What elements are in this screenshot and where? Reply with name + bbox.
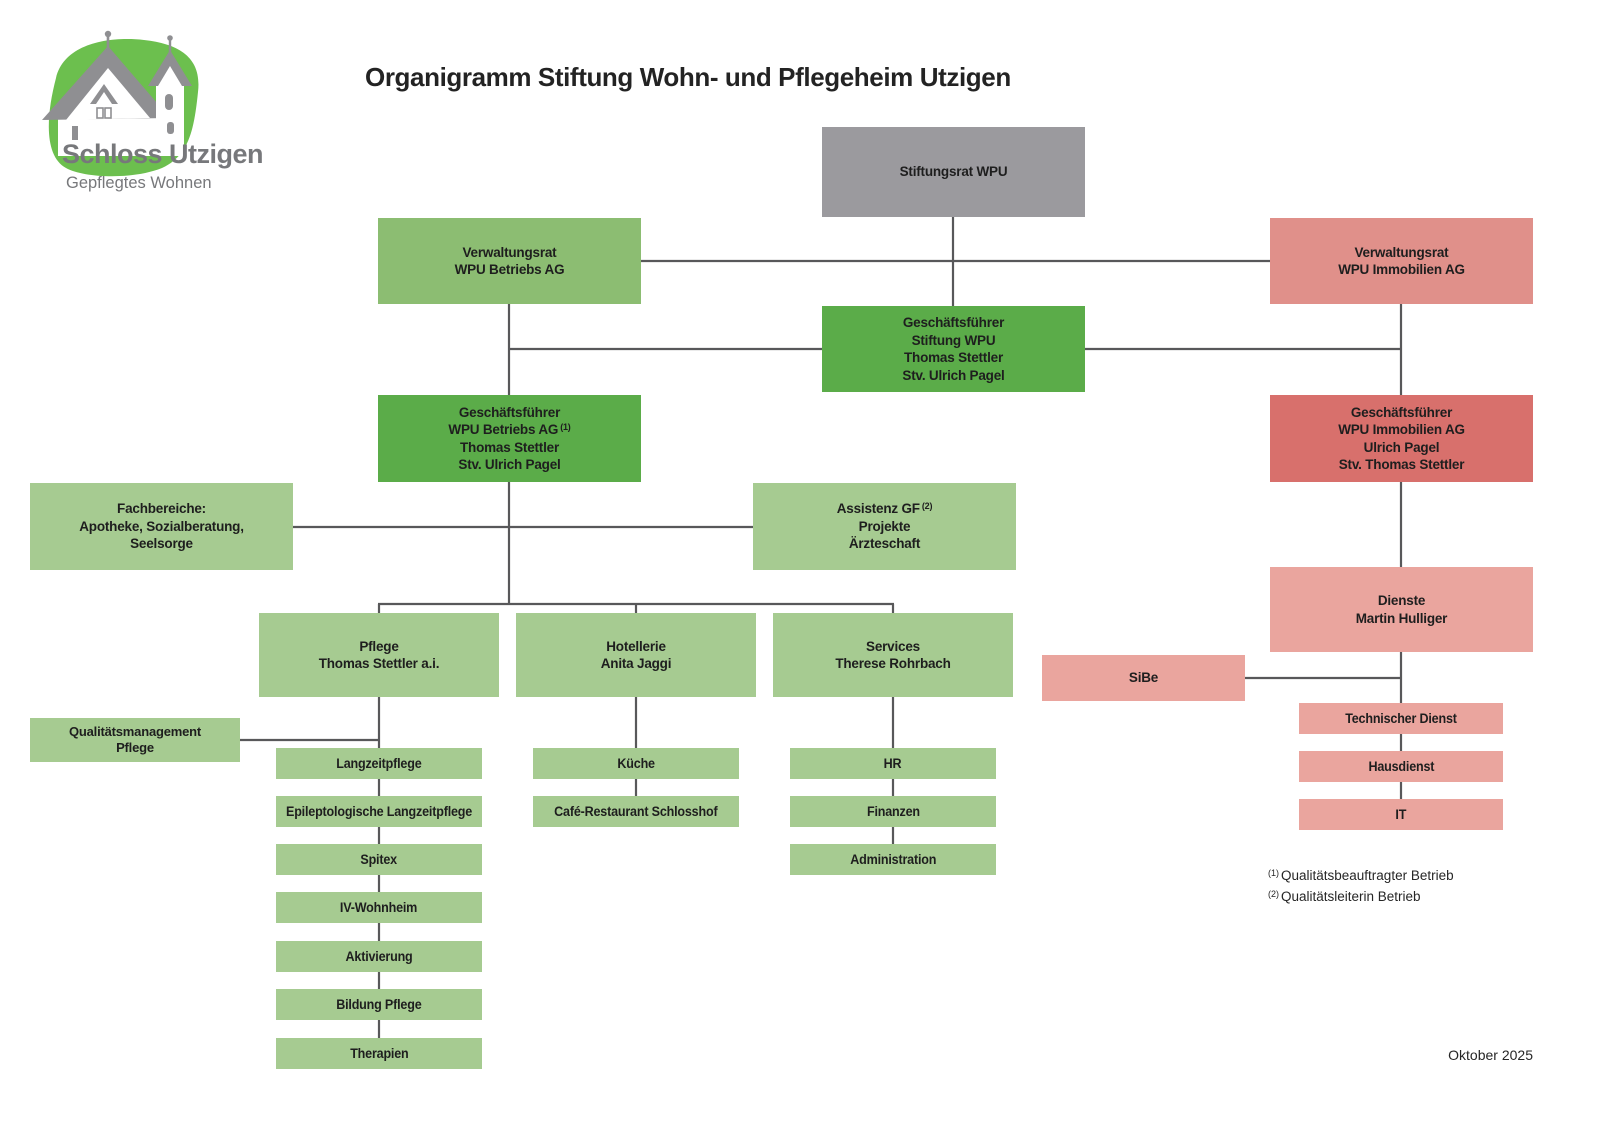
page-title: Organigramm Stiftung Wohn- und Pflegehei… <box>365 62 1011 92</box>
box-geschaeftsfuehrer-stiftung-wpu: Geschäftsführer Stiftung WPU Thomas Stet… <box>822 306 1085 392</box>
box-qualitaetsmanagement-pflege: Qualitätsmanagement Pflege <box>30 718 240 762</box>
date-stamp: Oktober 2025 <box>1448 1047 1533 1063</box>
box-administration: Administration <box>790 844 996 875</box>
footnotes: (1)Qualitätsbeauftragter Betrieb (2)Qual… <box>1268 866 1454 908</box>
box-hr: HR <box>790 748 996 779</box>
box-langzeitpflege: Langzeitpflege <box>276 748 482 779</box>
footnote-marker-1: (1) <box>560 422 571 432</box>
box-bildung-pflege: Bildung Pflege <box>276 989 482 1020</box>
box-services: Services Therese Rohrbach <box>773 613 1013 697</box>
castle-logo-graphic <box>42 30 199 177</box>
box-fachbereiche: Fachbereiche: Apotheke, Sozialberatung, … <box>30 483 293 570</box>
logo-name: Schloss Utzigen <box>62 139 264 169</box>
box-pflege: Pflege Thomas Stettler a.i. <box>259 613 499 697</box>
box-hotellerie: Hotellerie Anita Jaggi <box>516 613 756 697</box>
box-spitex: Spitex <box>276 844 482 875</box>
box-sibe: SiBe <box>1042 655 1245 701</box>
box-finanzen: Finanzen <box>790 796 996 827</box>
box-verwaltungsrat-wpu-immobilien-ag: Verwaltungsrat WPU Immobilien AG <box>1270 218 1533 304</box>
box-stiftungsrat-wpu: Stiftungsrat WPU <box>822 127 1085 217</box>
box-dienste: Dienste Martin Hulliger <box>1270 567 1533 652</box>
box-epileptologische-langzeitpflege: Epileptologische Langzeitpflege <box>276 796 482 827</box>
schloss-utzigen-logo: Schloss Utzigen Gepflegtes Wohnen <box>28 26 278 206</box>
box-kueche: Küche <box>533 748 739 779</box>
box-it: IT <box>1299 799 1503 830</box>
box-geschaeftsfuehrer-wpu-betriebs-ag: Geschäftsführer WPU Betriebs AG(1) Thoma… <box>378 395 641 482</box>
box-geschaeftsfuehrer-wpu-immobilien-ag: Geschäftsführer WPU Immobilien AG Ulrich… <box>1270 395 1533 482</box>
box-iv-wohnheim: IV-Wohnheim <box>276 892 482 923</box>
box-technischer-dienst: Technischer Dienst <box>1299 703 1503 734</box>
box-aktivierung: Aktivierung <box>276 941 482 972</box>
logo-tagline: Gepflegtes Wohnen <box>66 174 212 192</box>
box-therapien: Therapien <box>276 1038 482 1069</box>
box-verwaltungsrat-wpu-betriebs-ag: Verwaltungsrat WPU Betriebs AG <box>378 218 641 304</box>
box-label: Stiftungsrat WPU <box>899 164 1008 180</box>
box-hausdienst: Hausdienst <box>1299 751 1503 782</box>
box-assistenz-gf: Assistenz GF(2) Projekte Ärzteschaft <box>753 483 1016 570</box>
footnote-marker-2: (2) <box>921 501 933 512</box>
box-cafe-restaurant-schlosshof: Café-Restaurant Schlosshof <box>533 796 739 827</box>
footnote-2: (2)Qualitätsleiterin Betrieb <box>1268 889 1421 904</box>
footnote-1: (1)Qualitätsbeauftragter Betrieb <box>1268 868 1454 883</box>
